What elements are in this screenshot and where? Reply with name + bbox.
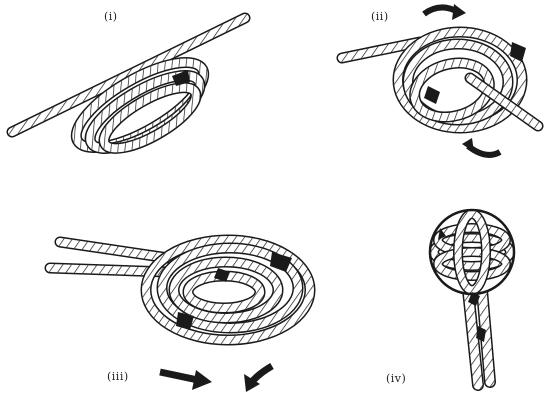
step-i-drawing [12,18,245,164]
arrowhead-icon [192,370,212,390]
rope-ball [430,210,514,294]
shadow-gap [424,86,440,104]
pull-arrow-icon [160,372,198,380]
step-ii-drawing [342,4,538,155]
arrowhead-icon [452,4,466,20]
arrowhead-icon [462,138,474,152]
rope-knot-body [146,240,310,340]
step-iii-drawing [50,240,310,392]
rope-wraps [398,32,522,128]
step-iv-drawing [430,210,514,385]
